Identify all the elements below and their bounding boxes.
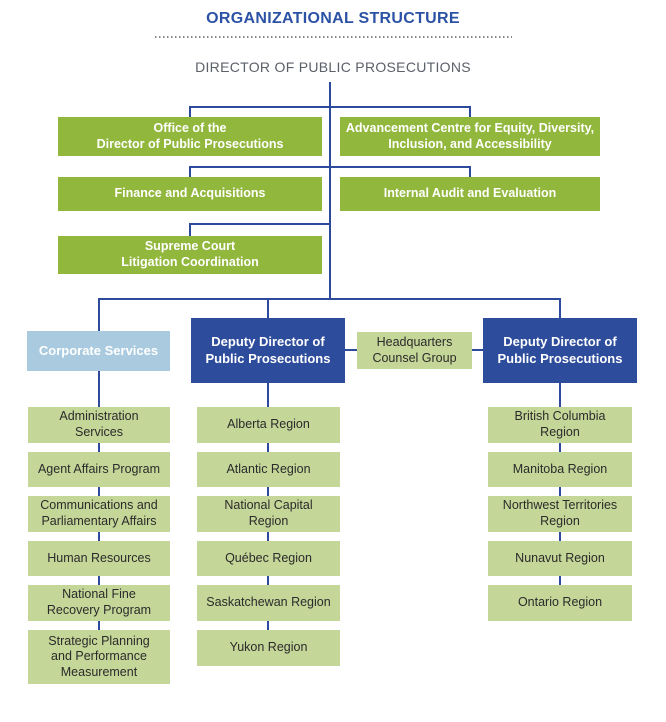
- connector-horizontal: [189, 106, 470, 108]
- connector-vertical: [267, 621, 269, 630]
- connector-vertical: [267, 443, 269, 452]
- connector-horizontal: [189, 223, 330, 225]
- title-underline: [155, 36, 512, 38]
- connector-trunk: [329, 82, 331, 298]
- box-office-of-the-director: Office of the Director of Public Prosecu…: [58, 117, 322, 156]
- box-advancement-centre: Advancement Centre for Equity, Diversity…: [340, 117, 600, 156]
- connector-vertical: [559, 383, 561, 407]
- connector-horizontal: [98, 298, 560, 300]
- connector-vertical: [469, 166, 471, 177]
- box-northwest-territories-region: Northwest Territories Region: [488, 496, 632, 532]
- connector-vertical: [469, 106, 471, 117]
- box-ontario-region: Ontario Region: [488, 585, 632, 621]
- box-alberta-region: Alberta Region: [197, 407, 340, 443]
- connector-horizontal: [345, 349, 357, 351]
- box-national-capital-region: National Capital Region: [197, 496, 340, 532]
- connector-vertical: [267, 298, 269, 318]
- connector-vertical: [559, 532, 561, 541]
- connector-vertical: [559, 443, 561, 452]
- box-saskatchewan-region: Saskatchewan Region: [197, 585, 340, 621]
- connector-vertical: [98, 443, 100, 452]
- connector-vertical: [189, 106, 191, 117]
- connector-vertical: [267, 532, 269, 541]
- connector-horizontal: [472, 349, 483, 351]
- connector-vertical: [189, 166, 191, 177]
- connector-vertical: [267, 576, 269, 585]
- connector-vertical: [559, 487, 561, 496]
- director-label: DIRECTOR OF PUBLIC PROSECUTIONS: [195, 59, 471, 75]
- connector-vertical: [98, 371, 100, 407]
- box-headquarters-counsel-group: Headquarters Counsel Group: [357, 332, 472, 369]
- box-atlantic-region: Atlantic Region: [197, 452, 340, 487]
- connector-vertical: [267, 487, 269, 496]
- connector-vertical: [98, 298, 100, 331]
- box-deputy-director-west: Deputy Director of Public Prosecutions: [191, 318, 345, 383]
- connector-vertical: [98, 621, 100, 630]
- box-british-columbia-region: British Columbia Region: [488, 407, 632, 443]
- box-yukon-region: Yukon Region: [197, 630, 340, 666]
- box-strategic-planning-performance: Strategic Planning and Performance Measu…: [28, 630, 170, 684]
- box-supreme-court-litigation: Supreme Court Litigation Coordination: [58, 236, 322, 274]
- box-quebec-region: Québec Region: [197, 541, 340, 576]
- connector-horizontal: [189, 166, 470, 168]
- box-finance-and-acquisitions: Finance and Acquisitions: [58, 177, 322, 211]
- connector-vertical: [559, 576, 561, 585]
- box-administration-services: Administration Services: [28, 407, 170, 443]
- box-corporate-services: Corporate Services: [27, 331, 170, 371]
- connector-vertical: [98, 487, 100, 496]
- box-agent-affairs-program: Agent Affairs Program: [28, 452, 170, 487]
- connector-vertical: [98, 576, 100, 585]
- connector-vertical: [559, 298, 561, 318]
- box-communications-parliamentary-affairs: Communications and Parliamentary Affairs: [28, 496, 170, 532]
- box-national-fine-recovery-program: National Fine Recovery Program: [28, 585, 170, 621]
- box-human-resources: Human Resources: [28, 541, 170, 576]
- connector-vertical: [189, 223, 191, 236]
- box-manitoba-region: Manitoba Region: [488, 452, 632, 487]
- box-nunavut-region: Nunavut Region: [488, 541, 632, 576]
- connector-vertical: [267, 383, 269, 407]
- page-title: ORGANIZATIONAL STRUCTURE: [206, 10, 460, 27]
- box-internal-audit-and-evaluation: Internal Audit and Evaluation: [340, 177, 600, 211]
- connector-vertical: [98, 532, 100, 541]
- box-deputy-director-east: Deputy Director of Public Prosecutions: [483, 318, 637, 383]
